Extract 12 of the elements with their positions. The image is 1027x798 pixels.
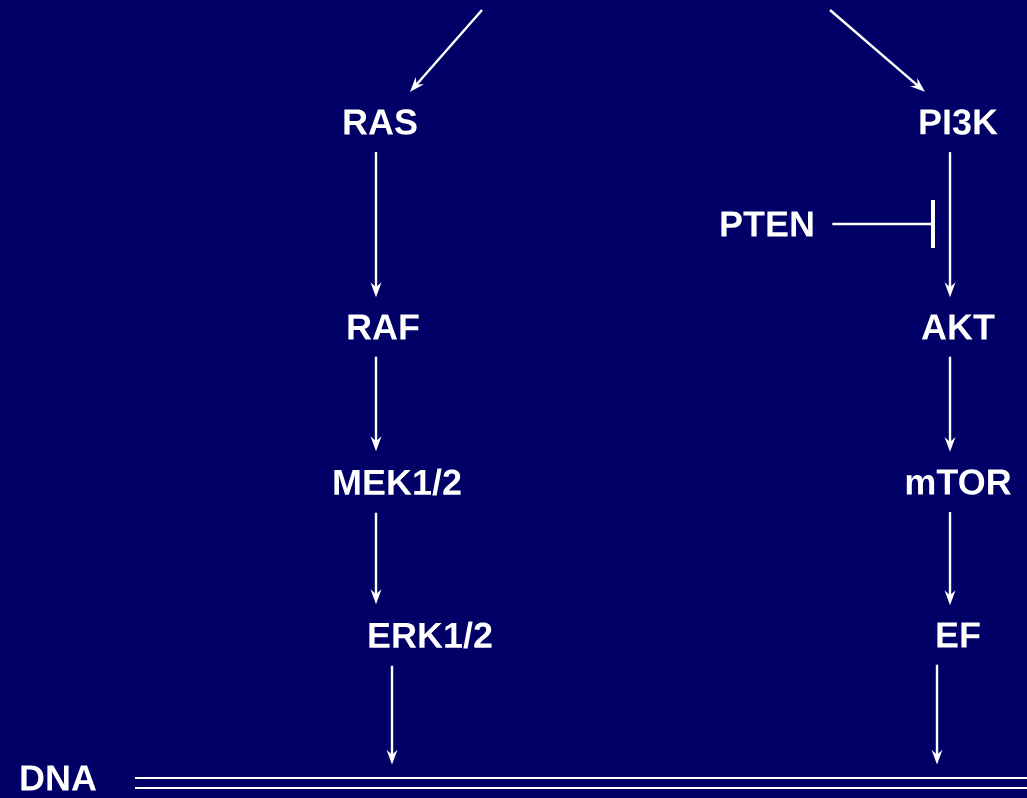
double-line — [134, 777, 1027, 789]
protein-label: MEK1/2 — [334, 468, 461, 496]
protein-label: AKT — [921, 314, 995, 340]
protein-label: RAS — [344, 109, 417, 135]
arrow — [832, 200, 935, 248]
protein-label: ERK1/2 — [369, 621, 492, 649]
protein-label: RAF — [348, 314, 419, 340]
protein-label: EF — [937, 622, 980, 648]
protein-label: PI3K — [920, 109, 998, 135]
side-label: DNA — [21, 765, 97, 791]
protein-label: PTEN — [721, 211, 813, 237]
protein-label: mTOR — [906, 469, 1011, 495]
